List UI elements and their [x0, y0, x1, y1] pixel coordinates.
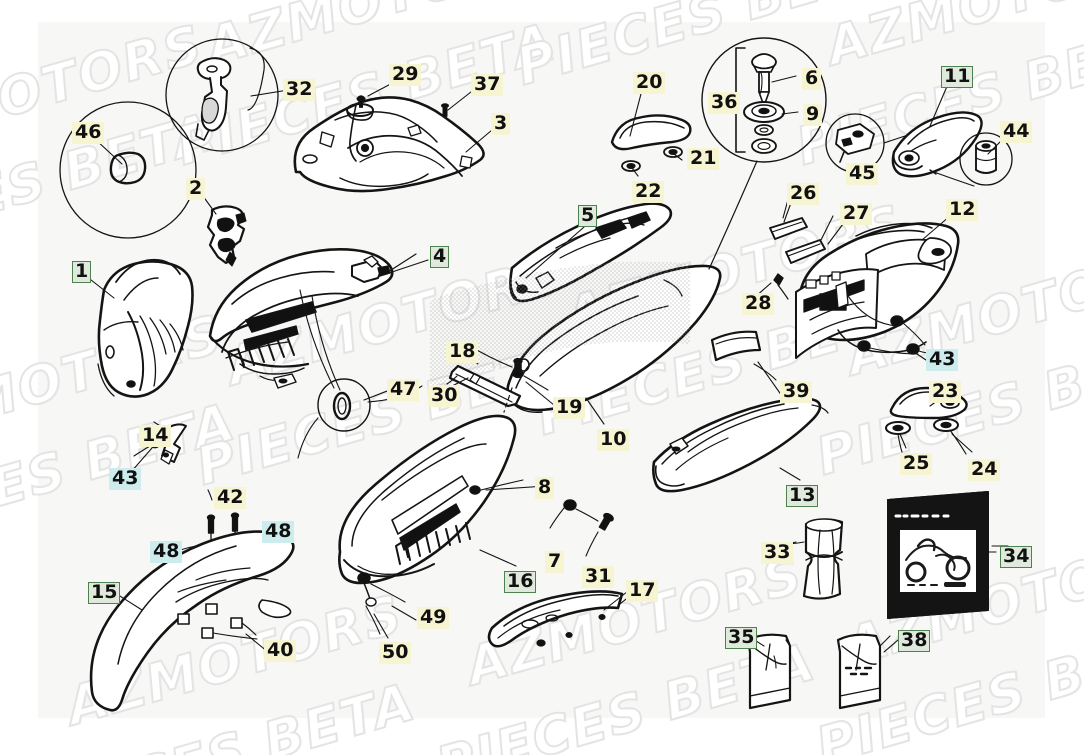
callout-label-28[interactable]: 28	[742, 293, 775, 315]
callout-label-15[interactable]: 15	[88, 582, 121, 604]
callout-label-4[interactable]: 4	[430, 246, 450, 268]
callout-label-46[interactable]: 46	[72, 122, 105, 144]
callout-label-3[interactable]: 3	[491, 113, 511, 135]
callout-label-14[interactable]: 14	[139, 425, 172, 447]
callout-label-6[interactable]: 6	[802, 68, 822, 90]
callout-label-32[interactable]: 32	[283, 79, 316, 101]
callout-label-47[interactable]: 47	[387, 379, 420, 401]
callout-label-26[interactable]: 26	[787, 183, 820, 205]
callout-label-43[interactable]: 43	[926, 349, 959, 371]
callout-label-35[interactable]: 35	[725, 627, 758, 649]
callout-label-33[interactable]: 33	[761, 542, 794, 564]
callout-label-1[interactable]: 1	[72, 261, 92, 283]
callout-label-5[interactable]: 5	[578, 205, 598, 227]
callout-label-17[interactable]: 17	[626, 580, 659, 602]
callout-label-29[interactable]: 29	[389, 64, 422, 86]
callout-label-22[interactable]: 22	[632, 181, 665, 203]
callout-label-27[interactable]: 27	[840, 203, 873, 225]
callout-label-40[interactable]: 40	[264, 640, 297, 662]
callout-label-18[interactable]: 18	[446, 341, 479, 363]
callout-label-50[interactable]: 50	[379, 642, 412, 664]
callout-label-30[interactable]: 30	[428, 385, 461, 407]
callout-label-43[interactable]: 43	[109, 468, 142, 490]
callout-label-21[interactable]: 21	[687, 148, 720, 170]
callout-label-42[interactable]: 42	[214, 487, 247, 509]
callout-label-48[interactable]: 48	[262, 521, 295, 543]
callout-label-9[interactable]: 9	[803, 104, 823, 126]
callout-label-10[interactable]: 10	[597, 429, 630, 451]
callout-label-25[interactable]: 25	[900, 453, 933, 475]
callout-label-7[interactable]: 7	[545, 551, 565, 573]
callout-label-2[interactable]: 2	[186, 178, 206, 200]
callout-label-23[interactable]: 23	[929, 381, 962, 403]
callout-label-44[interactable]: 44	[1000, 121, 1033, 143]
callout-label-39[interactable]: 39	[780, 381, 813, 403]
callout-label-38[interactable]: 38	[898, 630, 931, 652]
callout-label-24[interactable]: 24	[968, 459, 1001, 481]
callout-label-16[interactable]: 16	[504, 571, 537, 593]
callout-label-45[interactable]: 45	[846, 163, 879, 185]
callout-label-34[interactable]: 34	[1000, 546, 1033, 568]
callout-label-8[interactable]: 8	[535, 477, 555, 499]
callout-label-36[interactable]: 36	[708, 92, 741, 114]
callout-label-20[interactable]: 20	[633, 72, 666, 94]
callout-label-12[interactable]: 12	[946, 199, 979, 221]
callout-label-11[interactable]: 11	[941, 66, 974, 88]
callout-label-49[interactable]: 49	[417, 607, 450, 629]
callout-label-37[interactable]: 37	[471, 74, 504, 96]
callout-label-19[interactable]: 19	[553, 397, 586, 419]
callout-label-31[interactable]: 31	[582, 566, 615, 588]
callout-label-13[interactable]: 13	[786, 485, 819, 507]
callout-label-48[interactable]: 48	[150, 541, 183, 563]
